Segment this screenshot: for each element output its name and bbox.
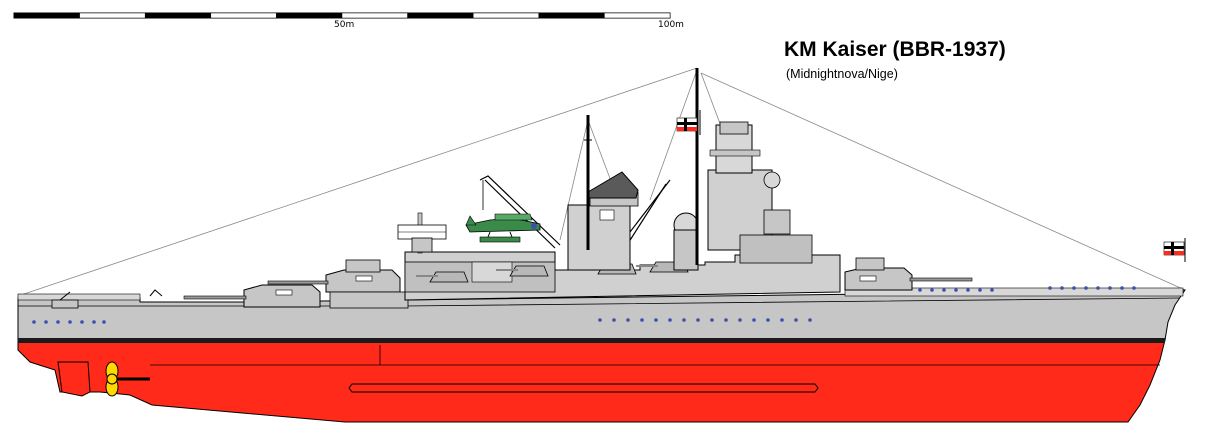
secondary-gun-barrel bbox=[416, 275, 438, 277]
porthole bbox=[92, 320, 96, 324]
porthole bbox=[80, 320, 84, 324]
porthole bbox=[942, 288, 946, 292]
boot-topping bbox=[18, 338, 1165, 343]
scale-label-50m: 50m bbox=[334, 20, 355, 30]
scale-segment bbox=[407, 12, 474, 19]
aft-deckhouse bbox=[329, 291, 409, 309]
scale-segment bbox=[79, 12, 146, 19]
hangar-window bbox=[471, 261, 513, 283]
forecastle-rail bbox=[844, 287, 1184, 297]
scale-segment bbox=[276, 12, 343, 19]
scale-segment bbox=[144, 12, 212, 19]
porthole bbox=[668, 318, 672, 322]
propeller-icon bbox=[105, 361, 119, 397]
funnel-cap bbox=[587, 171, 639, 199]
porthole bbox=[808, 318, 812, 322]
turret-aft-lower bbox=[183, 284, 321, 308]
porthole bbox=[954, 288, 958, 292]
porthole bbox=[696, 318, 700, 322]
scale-segment bbox=[13, 12, 80, 19]
aft-mast bbox=[397, 212, 447, 254]
porthole bbox=[1048, 286, 1052, 290]
porthole bbox=[766, 318, 770, 322]
porthole bbox=[1120, 286, 1124, 290]
ship-credit: (Midnightnova/Nige) bbox=[786, 67, 898, 81]
porthole bbox=[738, 318, 742, 322]
porthole bbox=[56, 320, 60, 324]
scale-segment bbox=[210, 12, 277, 19]
porthole bbox=[1072, 286, 1076, 290]
porthole bbox=[682, 318, 686, 322]
porthole bbox=[966, 288, 970, 292]
porthole bbox=[1096, 286, 1100, 290]
stern-aa-mount bbox=[51, 291, 79, 309]
tower-mast bbox=[695, 68, 813, 265]
porthole bbox=[626, 318, 630, 322]
scale-segment bbox=[341, 12, 408, 19]
scale-segment bbox=[538, 12, 605, 19]
war-ensign-icon-bow bbox=[1163, 238, 1186, 262]
porthole bbox=[102, 320, 106, 324]
porthole bbox=[1108, 286, 1112, 290]
porthole bbox=[780, 318, 784, 322]
porthole bbox=[1084, 286, 1088, 290]
scale-bar-segments bbox=[13, 12, 671, 19]
porthole bbox=[990, 288, 994, 292]
ship-title: KM Kaiser (BBR-1937) bbox=[784, 38, 1006, 61]
porthole bbox=[752, 318, 756, 322]
main-mast bbox=[584, 115, 592, 250]
porthole bbox=[794, 318, 798, 322]
porthole bbox=[598, 318, 602, 322]
porthole bbox=[612, 318, 616, 322]
turret-fore-lower bbox=[844, 257, 973, 291]
scale-bar bbox=[13, 12, 671, 19]
turret-aft-upper bbox=[267, 259, 401, 293]
quarterdeck-rail bbox=[17, 293, 141, 301]
porthole bbox=[724, 318, 728, 322]
mast-stay-1 bbox=[559, 119, 589, 241]
porthole bbox=[44, 320, 48, 324]
boat-crane-aft bbox=[149, 289, 163, 297]
porthole bbox=[68, 320, 72, 324]
lower-hull-red bbox=[17, 339, 1166, 423]
mast-stay-3 bbox=[649, 69, 698, 201]
aft-stay bbox=[700, 72, 1186, 291]
scale-segment bbox=[472, 12, 540, 19]
war-ensign-icon bbox=[676, 110, 701, 135]
bilge-keel bbox=[348, 383, 819, 393]
secondary-gun-barrel bbox=[496, 269, 518, 271]
porthole bbox=[640, 318, 644, 322]
scale-label-100m: 100m bbox=[658, 20, 684, 30]
seaplane-icon bbox=[465, 213, 541, 243]
secondary-gun-barrel bbox=[636, 265, 658, 267]
porthole bbox=[32, 320, 36, 324]
scale-segment bbox=[604, 12, 671, 19]
searchlight-tower bbox=[673, 212, 699, 271]
porthole bbox=[1060, 286, 1064, 290]
porthole bbox=[654, 318, 658, 322]
rudder bbox=[57, 361, 91, 397]
porthole bbox=[918, 288, 922, 292]
porthole bbox=[930, 288, 934, 292]
porthole bbox=[978, 288, 982, 292]
fore-stay bbox=[17, 67, 698, 297]
funnel bbox=[567, 171, 639, 271]
porthole bbox=[1132, 286, 1136, 290]
porthole bbox=[710, 318, 714, 322]
